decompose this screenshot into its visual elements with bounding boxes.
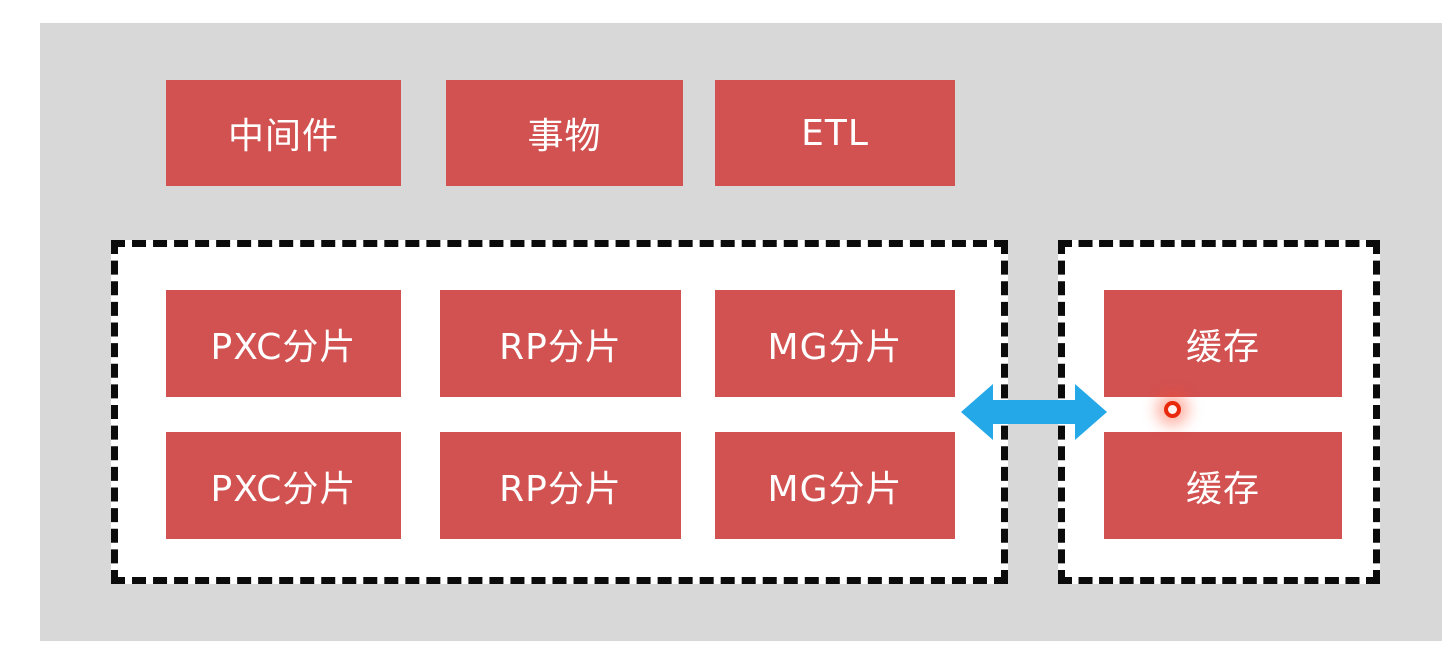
node-pxc-shard-1: PXC分片 [166,290,401,397]
node-mg-shard-2-label: MG分片 [767,468,903,510]
node-transaction-label: 事物 [527,116,602,157]
node-middleware-label: 中间件 [227,116,339,157]
bidirectional-arrow-icon [959,380,1109,444]
node-middleware: 中间件 [166,80,401,186]
cursor-click-indicator-icon [1164,401,1181,418]
node-pxc-shard-2: PXC分片 [166,432,401,539]
node-rp-shard-2-label: RP分片 [499,468,622,510]
node-rp-shard-1-label: RP分片 [499,326,622,368]
node-cache-1-label: 缓存 [1185,326,1260,368]
node-cache-2-label: 缓存 [1185,468,1260,510]
node-transaction: 事物 [446,80,683,186]
node-rp-shard-2: RP分片 [440,432,681,539]
node-rp-shard-1: RP分片 [440,290,681,397]
node-pxc-shard-2-label: PXC分片 [210,468,357,510]
node-etl-label: ETL [801,112,869,154]
node-mg-shard-2: MG分片 [715,432,955,539]
node-mg-shard-1: MG分片 [715,290,955,397]
node-cache-2: 缓存 [1104,432,1342,539]
node-etl: ETL [715,80,955,186]
node-pxc-shard-1-label: PXC分片 [210,326,357,368]
node-cache-1: 缓存 [1104,290,1342,397]
node-mg-shard-1-label: MG分片 [767,326,903,368]
